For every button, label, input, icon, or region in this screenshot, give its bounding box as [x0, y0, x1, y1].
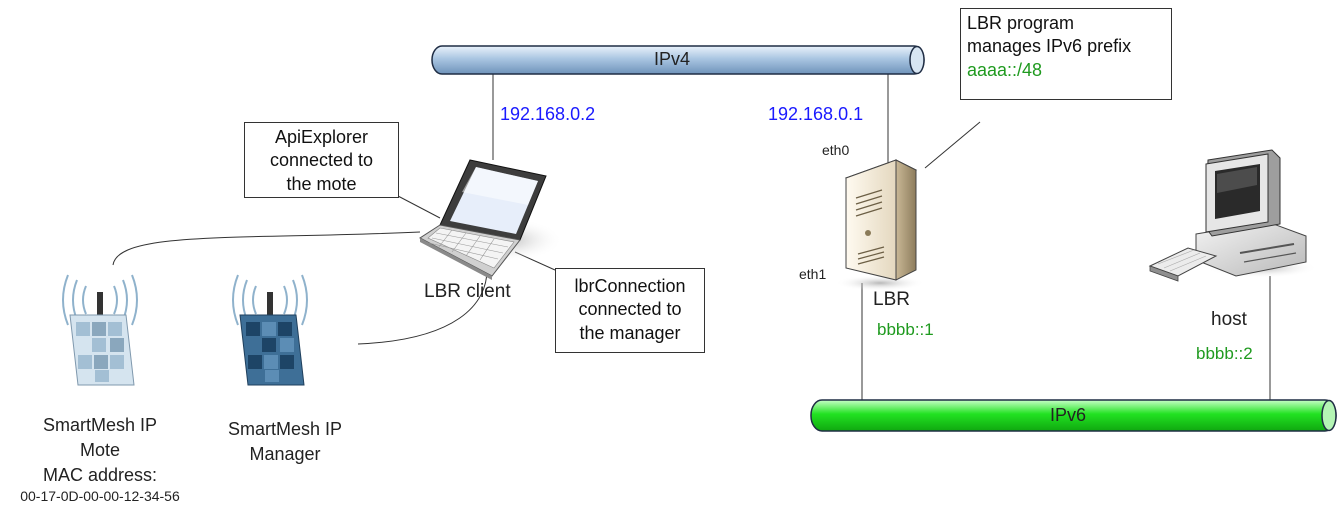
host-ipv6-address: bbbb::2 [1196, 344, 1253, 363]
mac-address-value: 00-17-0D-00-00-12-34-56 [20, 488, 180, 504]
ipv6-pipe [810, 399, 1337, 432]
manager-label: SmartMesh IP Manager [210, 417, 360, 467]
server-icon [835, 159, 925, 291]
mote-label: SmartMesh IP Mote MAC address: [35, 413, 165, 488]
eth1-label: eth1 [799, 266, 827, 282]
manager-label-line1: SmartMesh IP [227, 419, 343, 439]
lbr-ipv6-address: bbbb::1 [877, 320, 934, 339]
lbrconnection-callout-line2: connected to [578, 299, 682, 320]
lbrconnection-callout-line1: lbrConnection [574, 276, 686, 296]
lbr-program-callout-line1: LBR program [967, 13, 1075, 33]
ipv6-label: IPv6 [1050, 405, 1087, 425]
lbr-prefix-value: aaaa::/48 [967, 59, 1043, 80]
manager-label-line2: Manager [249, 444, 321, 464]
laptop-icon [419, 159, 563, 280]
connection-lines [112, 74, 1271, 400]
host-label: host [1211, 309, 1247, 330]
apiexplorer-callout-line3: the mote [286, 173, 357, 194]
ipv4-label: IPv4 [654, 49, 691, 69]
lbr-label: LBR [873, 289, 910, 310]
apiexplorer-callout-line2: connected to [269, 150, 374, 171]
apiexplorer-callout: ApiExplorer connected to the mote [244, 122, 399, 198]
apiexplorer-callout-line [397, 195, 441, 219]
lbrconnection-callout-line3: the manager [579, 322, 681, 343]
manager-to-client-cable [357, 267, 488, 345]
lbr-ipv4-address: 192.168.0.1 [768, 104, 864, 124]
client-ipv4-address: 192.168.0.2 [500, 104, 596, 124]
mote-label-line1: SmartMesh IP [42, 415, 158, 435]
desktop-computer-icon [1148, 149, 1318, 282]
mote-label-line2: Mote [79, 440, 121, 460]
lbr-program-callout: LBR program manages IPv6 prefix aaaa::/4… [960, 8, 1172, 100]
mote-device-icon [69, 292, 135, 386]
lbr-client-label: LBR client [424, 281, 511, 302]
mac-address-label: MAC address: [42, 465, 158, 485]
lbrconnection-callout: lbrConnection connected to the manager [555, 268, 705, 353]
manager-device-icon [239, 292, 305, 386]
apiexplorer-callout-line1: ApiExplorer [274, 127, 369, 147]
lbr-program-callout-line2: manages IPv6 prefix [967, 36, 1132, 57]
eth0-label: eth0 [822, 142, 850, 158]
lbr-program-callout-line [924, 121, 981, 169]
mote-to-client-cable [112, 231, 421, 266]
ipv4-pipe [431, 45, 925, 75]
